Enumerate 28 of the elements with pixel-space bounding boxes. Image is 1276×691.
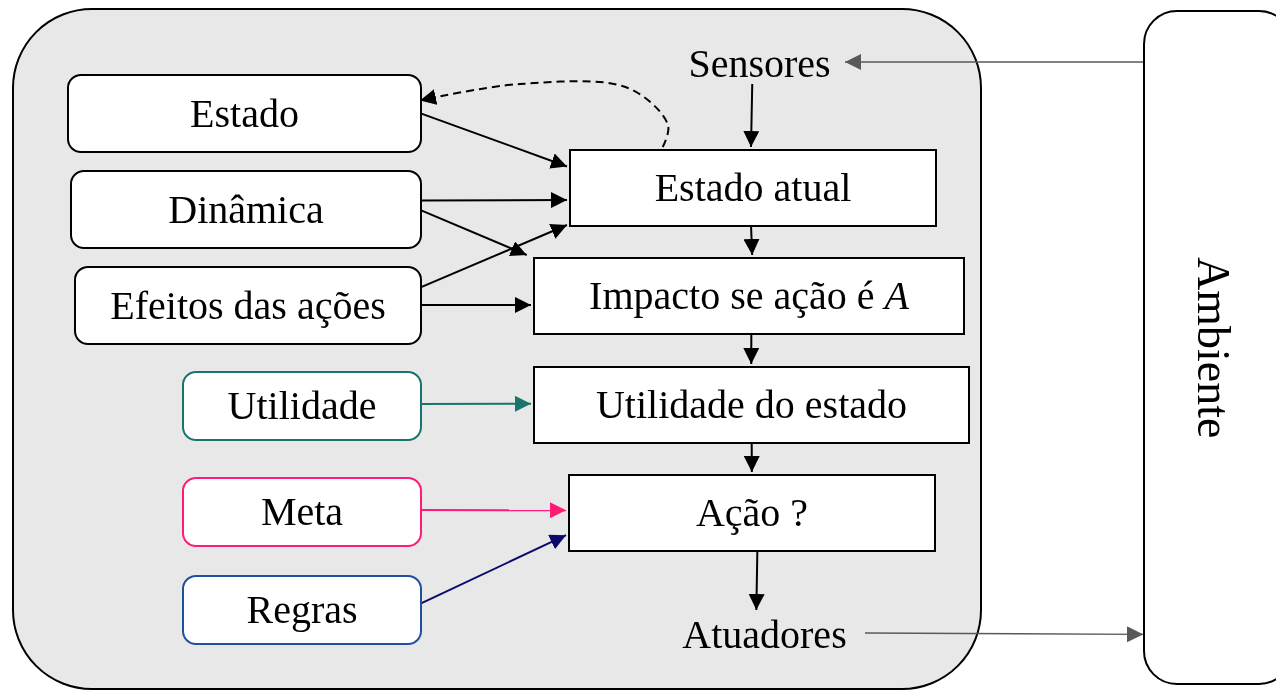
environment-box xyxy=(1143,10,1276,685)
knowledge-box xyxy=(182,477,422,547)
box-label: Estado xyxy=(190,91,299,136)
arrow xyxy=(743,83,760,148)
box-label: Utilidade do estado xyxy=(595,383,907,427)
box-label: Ação ? xyxy=(695,491,809,535)
knowledge-box xyxy=(74,266,422,345)
knowledge-box xyxy=(70,170,422,249)
sensor-label: Sensores xyxy=(672,42,847,86)
box-label: Ambiente xyxy=(1187,256,1239,439)
process-box xyxy=(533,366,970,444)
process-box xyxy=(568,474,936,552)
knowledge-box xyxy=(182,371,422,441)
agent-panel xyxy=(12,8,982,690)
knowledge-box xyxy=(182,575,422,645)
arrow xyxy=(844,54,1144,70)
box-label: Utilidade xyxy=(227,384,377,428)
box-label: Meta xyxy=(260,490,344,534)
process-box xyxy=(569,149,937,227)
box-label: Regras xyxy=(246,588,358,632)
actuator-label: Atuadores xyxy=(662,612,867,658)
process-box xyxy=(533,257,965,335)
knowledge-box xyxy=(67,74,422,153)
box-label: Dinâmica xyxy=(168,187,324,232)
box-label: Impacto se ação é A xyxy=(589,274,909,318)
box-label: Efeitos das ações xyxy=(110,283,386,328)
box-label: Estado atual xyxy=(654,166,852,210)
arrow xyxy=(864,626,1144,643)
